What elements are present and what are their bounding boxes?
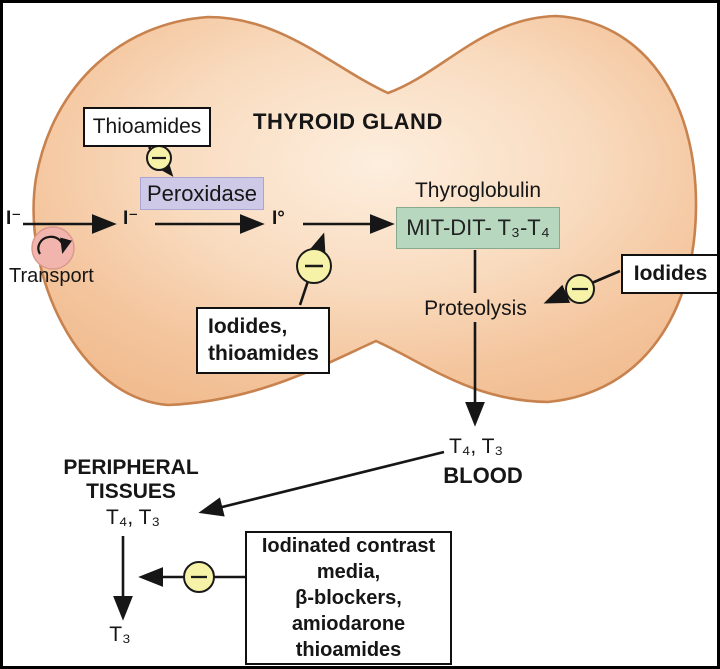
- blood-label: BLOOD: [443, 463, 523, 488]
- peripheral-tissues-label-line2: TISSUES: [86, 480, 176, 503]
- deiodination-line2: media,: [316, 561, 381, 583]
- iodide-gland-label: I⁻: [123, 208, 139, 229]
- deiodination-inhibitors-box: Iodinated contrast media, β-blockers, am…: [245, 531, 452, 665]
- proteolysis-label: Proteolysis: [424, 297, 527, 320]
- t4-t3-peripheral-label: T₄, T₃: [105, 506, 161, 529]
- thioamides-box: Thioamides: [83, 107, 211, 147]
- peroxidase-label: Peroxidase: [146, 180, 258, 206]
- iodide-plasma-label: I⁻: [6, 208, 22, 229]
- peripheral-tissues-label-line1: PERIPHERAL: [63, 456, 199, 479]
- iodides-thioamides-line2: thioamides: [208, 341, 319, 365]
- deiodination-line3: β-blockers,: [295, 587, 402, 609]
- minus-icon: [296, 248, 332, 284]
- transport-cycle-icon: [31, 226, 75, 270]
- iodides-box: Iodides: [621, 254, 717, 294]
- mit-dit-label: MIT-DIT- T₃-T₄: [406, 215, 550, 240]
- transport-label: Transport: [9, 265, 94, 287]
- minus-icon: [146, 145, 172, 171]
- iodides-label: Iodides: [633, 262, 708, 285]
- diagram-title: THYROID GLAND: [253, 109, 443, 134]
- iodides-thioamides-line1: Iodides,: [208, 315, 288, 339]
- deiodination-line4: amiodarone: [291, 613, 406, 635]
- t3-label: T₃: [109, 623, 131, 646]
- thyroglobulin-label: Thyroglobulin: [414, 179, 542, 202]
- iodine-label: I°: [272, 208, 285, 229]
- mit-dit-box: MIT-DIT- T₃-T₄: [396, 207, 560, 249]
- minus-icon: [183, 561, 215, 593]
- peroxidase-box: Peroxidase: [140, 177, 264, 210]
- arrow-blood-to-peripheral: [198, 450, 445, 517]
- deiodination-line5: thioamides: [295, 639, 402, 661]
- t4-t3-blood-label: T₄, T₃: [448, 435, 504, 458]
- minus-icon: [565, 274, 595, 304]
- iodides-thioamides-box: Iodides, thioamides: [196, 307, 330, 374]
- thioamides-label: Thioamides: [92, 115, 202, 138]
- deiodination-line1: Iodinated contrast: [261, 535, 436, 557]
